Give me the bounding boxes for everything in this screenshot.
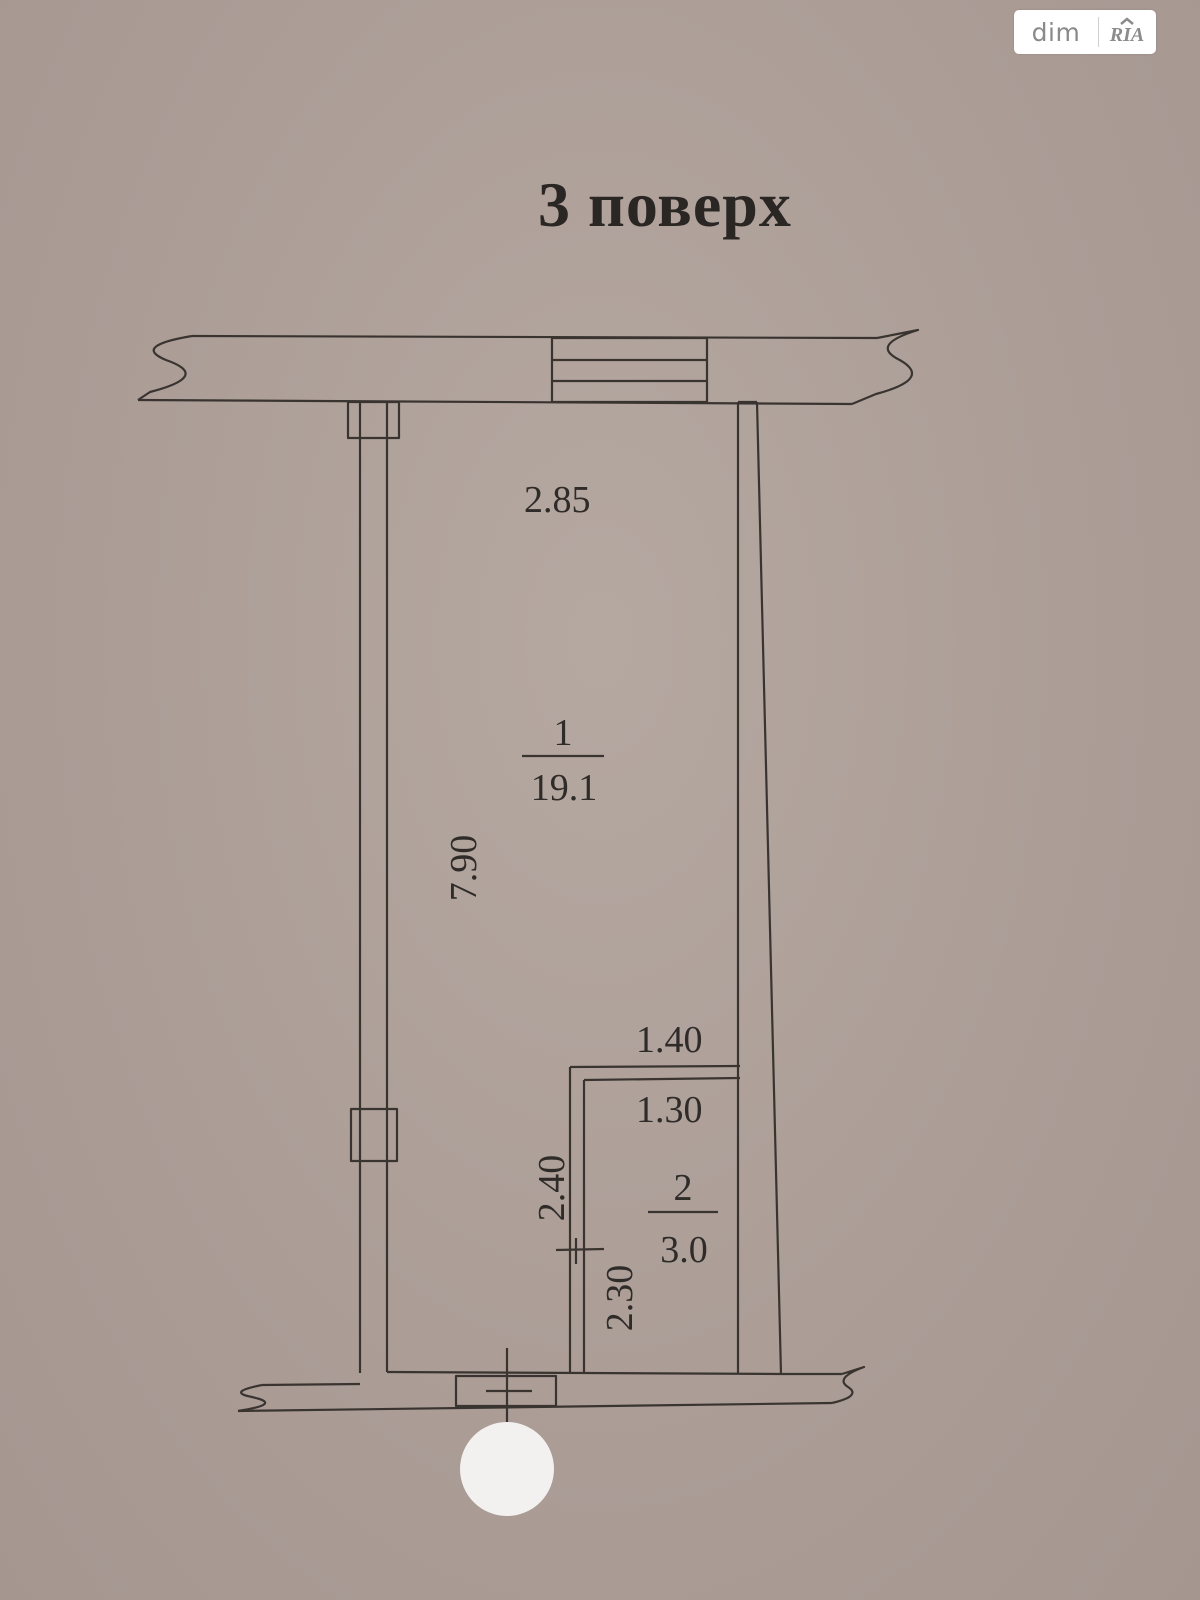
ria-logo-text: RIA [1109,24,1144,46]
dim-room2-outer-width: 1.40 [636,1019,703,1061]
left-wall [346,400,401,1373]
floor-title: 3 поверх [538,169,792,240]
dim-room2-inner-width: 1.30 [636,1089,703,1131]
watermark-divider [1098,17,1099,47]
cursor-dot [460,1422,554,1516]
dim-room1-width: 2.85 [524,479,591,521]
top-wall [137,328,920,406]
dimria-watermark: dim RIA [1014,10,1156,54]
bottom-wall [237,1348,866,1426]
watermark-dim-text: dim [1031,17,1081,47]
right-wall [736,400,783,1375]
dim-room2-inner-length: 2.30 [599,1265,641,1332]
bathroom-partition [555,1064,741,1372]
room2-number: 2 [674,1167,693,1209]
room1-number: 1 [554,712,573,754]
dim-room2-outer-length: 2.40 [531,1155,573,1222]
ria-logo-icon: RIA [1099,10,1155,54]
room1-area: 19.1 [531,767,598,809]
dim-room1-length: 7.90 [443,835,485,902]
room2-area: 3.0 [660,1229,708,1271]
